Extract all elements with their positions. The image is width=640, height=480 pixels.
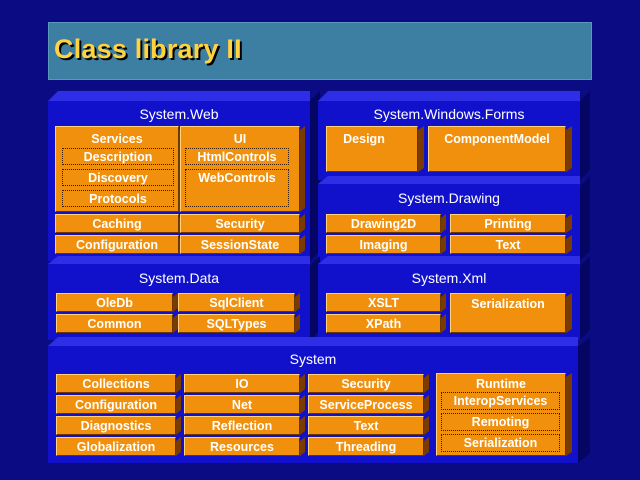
resources-box: Resources (184, 437, 300, 456)
xslt-box-side (441, 293, 446, 312)
common-box: Common (56, 314, 173, 333)
xml-serialization-box-side (566, 293, 572, 333)
xpath-box: XPath (326, 314, 441, 333)
componentmodel-box (428, 126, 566, 172)
xslt-box: XSLT (326, 293, 441, 312)
ui-label: UI (233, 132, 247, 146)
componentmodel-label: ComponentModel (444, 132, 550, 146)
design-box-side (418, 126, 424, 172)
sessionstate-box: SessionState (180, 235, 300, 254)
sqlclient-box-side (295, 293, 300, 312)
htmlcontrols-item: HtmlControls (185, 148, 289, 165)
system-data-panel-side (310, 256, 320, 340)
drawing-text-box: Text (450, 235, 566, 254)
serviceprocess-box-side (424, 395, 429, 414)
net-box-side (300, 395, 305, 414)
diagnostics-box-side (176, 416, 181, 435)
system-xml-panel-side (580, 256, 590, 340)
globalization-box: Globalization (56, 437, 176, 456)
imaging-box: Imaging (326, 235, 441, 254)
design-label: Design (343, 132, 385, 146)
resources-box-side (300, 437, 305, 456)
threading-box: Threading (308, 437, 424, 456)
interopservices-item: InteropServices (441, 392, 560, 410)
system-drawing-panel-side (580, 176, 590, 261)
oledb-box-side (173, 293, 178, 312)
runtime-label: Runtime (476, 377, 526, 391)
system-data-title: System.Data (138, 270, 220, 286)
system-title: System (289, 351, 337, 367)
collections-box: Collections (56, 374, 176, 393)
system-security-box: Security (308, 374, 424, 393)
ui-box-side (300, 126, 305, 212)
globalization-box-side (176, 437, 181, 456)
system-web-panel-side (310, 91, 320, 261)
collections-box-side (176, 374, 181, 393)
web-configuration-box: Configuration (55, 235, 179, 254)
discovery-item: Discovery (62, 169, 174, 186)
system-xml-panel-top (318, 256, 580, 264)
caching-box: Caching (55, 214, 179, 233)
drawing2d-box: Drawing2D (326, 214, 441, 233)
system-drawing-title: System.Drawing (398, 190, 500, 206)
serviceprocess-box: ServiceProcess (308, 395, 424, 414)
diagnostics-box: Diagnostics (56, 416, 176, 435)
system-text-box: Text (308, 416, 424, 435)
system-xml-title: System.Xml (411, 270, 487, 286)
oledb-box: OleDb (56, 293, 173, 312)
threading-box-side (424, 437, 429, 456)
drawing-text-box-side (566, 235, 572, 254)
sessionstate-box-side (300, 235, 305, 254)
web-security-box: Security (180, 214, 300, 233)
system-configuration-box-side (176, 395, 181, 414)
system-data-panel-top (48, 256, 310, 264)
page-title: Class library II (54, 34, 242, 64)
io-box: IO (184, 374, 300, 393)
description-item: Description (62, 148, 174, 165)
sqlclient-box: SqlClient (178, 293, 295, 312)
system-web-title: System.Web (139, 106, 219, 122)
system-text-box-side (424, 416, 429, 435)
system-security-box-side (424, 374, 429, 393)
sqltypes-box-side (295, 314, 300, 333)
runtime-box-side (566, 373, 572, 456)
design-box (326, 126, 418, 172)
runtime-serialization-item: Serialization (441, 434, 560, 452)
webcontrols-item: WebControls (185, 169, 289, 207)
io-box-side (300, 374, 305, 393)
system-drawing-panel-top (318, 176, 580, 184)
common-box-side (173, 314, 178, 333)
net-box: Net (184, 395, 300, 414)
reflection-box: Reflection (184, 416, 300, 435)
printing-box: Printing (450, 214, 566, 233)
services-label: Services (91, 132, 143, 146)
xpath-box-side (441, 314, 446, 333)
componentmodel-box-side (566, 126, 572, 172)
drawing2d-box-side (441, 214, 446, 233)
system-configuration-box: Configuration (56, 395, 176, 414)
imaging-box-side (441, 235, 446, 254)
printing-box-side (566, 214, 572, 233)
security-box-side (300, 214, 305, 233)
remoting-item: Remoting (441, 413, 560, 431)
windows-forms-panel-top (318, 91, 580, 101)
system-panel-side (578, 337, 590, 463)
title-bar (48, 22, 592, 80)
sqltypes-box: SQLTypes (178, 314, 295, 333)
system-web-panel-top (48, 91, 310, 101)
reflection-box-side (300, 416, 305, 435)
xml-serialization-label: Serialization (471, 297, 545, 311)
system-panel-top (48, 337, 578, 346)
runtime-box (436, 373, 566, 456)
windows-forms-panel-side (580, 91, 590, 180)
windows-forms-title: System.Windows.Forms (373, 106, 525, 122)
protocols-item: Protocols (62, 190, 174, 207)
xml-serialization-box (450, 293, 566, 333)
